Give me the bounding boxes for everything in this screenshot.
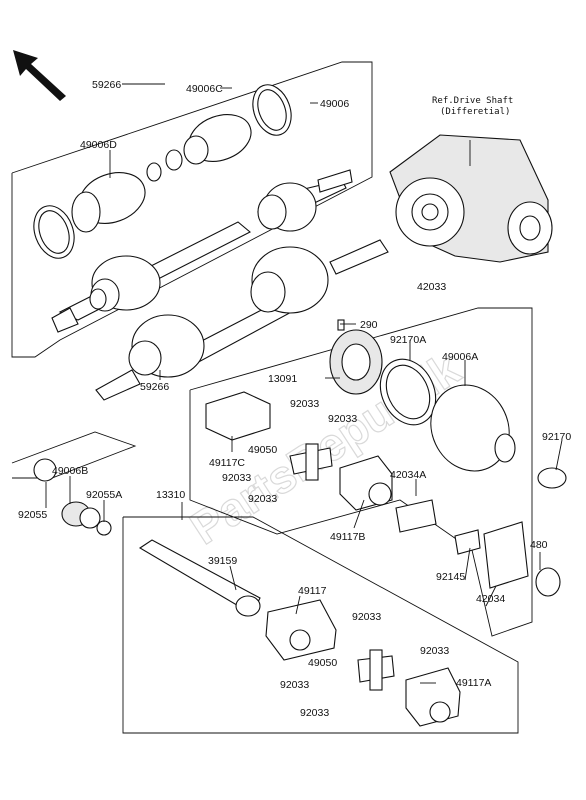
- outer-joint-kit: [205, 319, 567, 597]
- propeller-shaft-assembly: [138, 539, 461, 727]
- part-label-49117A: 49117A: [456, 677, 491, 689]
- part-label-42034A: 42034A: [390, 469, 426, 481]
- part-label-92033-g: 92033: [280, 679, 309, 691]
- part-label-49006B: 49006B: [52, 465, 88, 477]
- front-seal-parts: [33, 458, 112, 536]
- part-label-13310: 13310: [156, 489, 185, 501]
- part-label-480: 480: [530, 539, 548, 551]
- part-label-92145: 92145: [436, 571, 465, 583]
- leader-lines: [45, 83, 563, 684]
- part-label-49006C: 49006C: [186, 83, 223, 95]
- boot-kit-49006: [33, 84, 292, 259]
- part-label-49006A: 49006A: [442, 351, 478, 363]
- upper-axle-frame: [11, 61, 373, 358]
- differential-housing: [389, 134, 553, 263]
- part-label-92170A: 92170A: [390, 334, 426, 346]
- part-label-92055: 92055: [18, 509, 47, 521]
- lower-shaft-frame: [122, 516, 519, 734]
- part-label-59266-upper: 59266: [92, 79, 121, 91]
- part-label-42034: 42034: [476, 593, 505, 605]
- part-label-42033-top: 42033: [417, 281, 446, 293]
- part-label-92033-c: 92033: [222, 472, 251, 484]
- axle-shaft-lower: [95, 239, 389, 401]
- part-label-92033-h: 92033: [300, 707, 329, 719]
- part-label-92033-e: 92033: [352, 611, 381, 623]
- part-label-49050-lower: 49050: [308, 657, 337, 669]
- part-label-92033-b: 92033: [328, 413, 357, 425]
- part-label-49050-upper: 49050: [248, 444, 277, 456]
- axle-shaft-upper: [51, 169, 353, 333]
- part-label-92033-a: 92033: [290, 398, 319, 410]
- part-label-92033-d: 92033: [248, 493, 277, 505]
- reference-note-line1: Ref.Drive Shaft: [432, 96, 513, 106]
- part-label-49117: 49117: [298, 585, 327, 597]
- part-label-59266-lower: 59266: [140, 381, 169, 393]
- part-label-290: 290: [360, 319, 378, 331]
- part-label-49117B: 49117B: [330, 531, 365, 543]
- part-label-49006D: 49006D: [80, 139, 117, 151]
- part-label-39159: 39159: [208, 555, 237, 567]
- reference-note-line2: (Differetial): [440, 107, 510, 117]
- part-label-92055A: 92055A: [86, 489, 122, 501]
- front-direction-arrow-icon: [13, 50, 66, 101]
- part-label-92033-f: 92033: [420, 645, 449, 657]
- part-label-49117C: 49117C: [209, 457, 245, 469]
- part-label-92170: 92170: [542, 431, 571, 443]
- part-label-13091: 13091: [268, 373, 297, 385]
- part-label-49006: 49006: [320, 98, 349, 110]
